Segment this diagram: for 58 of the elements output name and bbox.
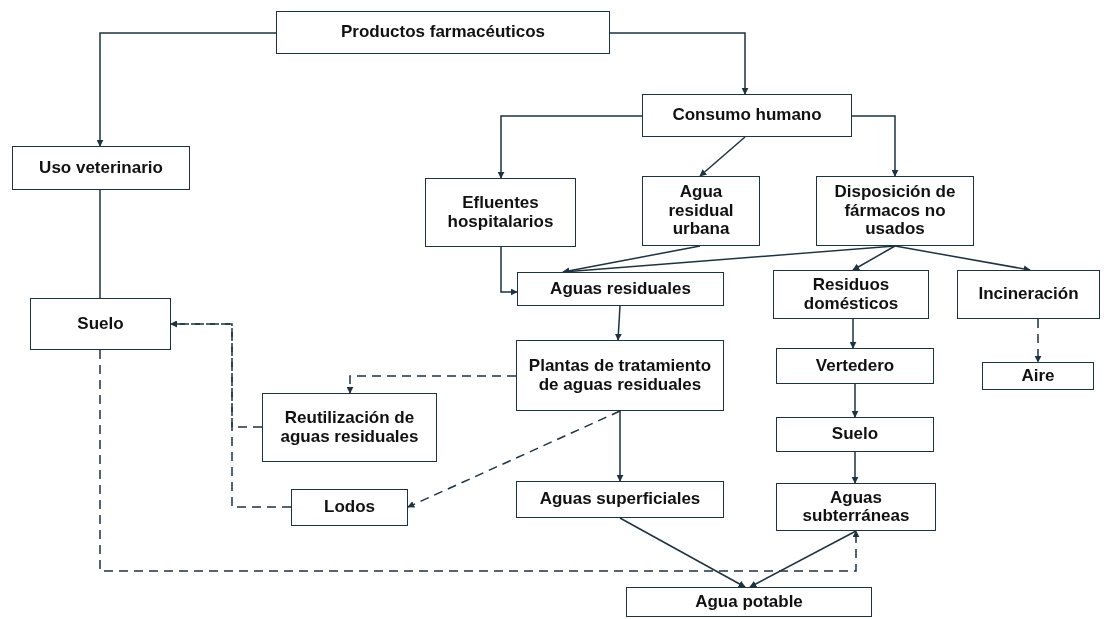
process-box bbox=[642, 176, 760, 246]
box-label: Efluentes hospitalarios bbox=[446, 194, 555, 231]
process-box bbox=[12, 146, 190, 190]
process-box bbox=[626, 587, 872, 617]
process-box bbox=[776, 348, 934, 384]
box-label: Plantas de tratamiento de aguas residuales bbox=[527, 357, 713, 394]
box-label: Aguas residuales bbox=[550, 279, 691, 299]
box-label: Agua residual urbana bbox=[667, 183, 735, 239]
box-label: Aguas subterráneas bbox=[801, 488, 911, 526]
process-box bbox=[425, 178, 576, 247]
process-box bbox=[642, 94, 852, 137]
dashed-arrow bbox=[1034, 318, 1042, 363]
box-label: Aire bbox=[1021, 366, 1055, 386]
process-box bbox=[516, 340, 724, 411]
arrow bbox=[852, 245, 896, 271]
box-label: Aguas superficiales bbox=[539, 490, 701, 509]
dashed-arrow bbox=[170, 320, 292, 508]
arrow bbox=[699, 136, 746, 177]
process-box bbox=[776, 417, 934, 452]
arrow bbox=[96, 32, 277, 147]
box-label: Incineración bbox=[978, 285, 1079, 304]
arrow bbox=[609, 32, 749, 95]
box-label: Disposición de fármacos no usados bbox=[833, 183, 957, 239]
process-box bbox=[291, 489, 408, 526]
connector-line bbox=[99, 189, 101, 299]
box-label: Reutilización de aguas residuales bbox=[279, 409, 420, 446]
arrow bbox=[500, 246, 518, 296]
arrow bbox=[614, 305, 622, 341]
box-label: Vertedero bbox=[815, 356, 895, 376]
box-label: Suelo bbox=[831, 425, 879, 444]
box-label: Residuos domésticos bbox=[802, 276, 900, 313]
box-label: Uso veterinario bbox=[39, 158, 163, 178]
arrow bbox=[849, 318, 857, 349]
arrow bbox=[851, 115, 899, 177]
dashed-arrow bbox=[346, 375, 517, 394]
process-box bbox=[262, 393, 437, 462]
process-box bbox=[276, 11, 610, 54]
box-label: Consumo humano bbox=[672, 106, 822, 125]
process-box bbox=[816, 176, 974, 246]
arrow bbox=[616, 410, 624, 482]
dashed-arrow bbox=[407, 410, 621, 508]
arrow bbox=[497, 115, 643, 179]
box-label: Suelo bbox=[77, 314, 124, 334]
process-box bbox=[517, 272, 724, 306]
process-box bbox=[516, 481, 724, 518]
arrow bbox=[619, 517, 746, 588]
box-label: Agua potable bbox=[695, 592, 803, 612]
process-box bbox=[30, 298, 171, 350]
arrow bbox=[851, 451, 859, 484]
arrow bbox=[851, 383, 859, 418]
process-box bbox=[773, 270, 929, 319]
box-label: Productos farmacéuticos bbox=[340, 23, 546, 42]
dashed-arrow bbox=[99, 349, 860, 572]
process-box bbox=[957, 270, 1100, 319]
arrow bbox=[749, 530, 857, 588]
process-box bbox=[982, 362, 1094, 390]
process-box bbox=[776, 483, 936, 531]
box-label: Lodos bbox=[324, 498, 375, 517]
